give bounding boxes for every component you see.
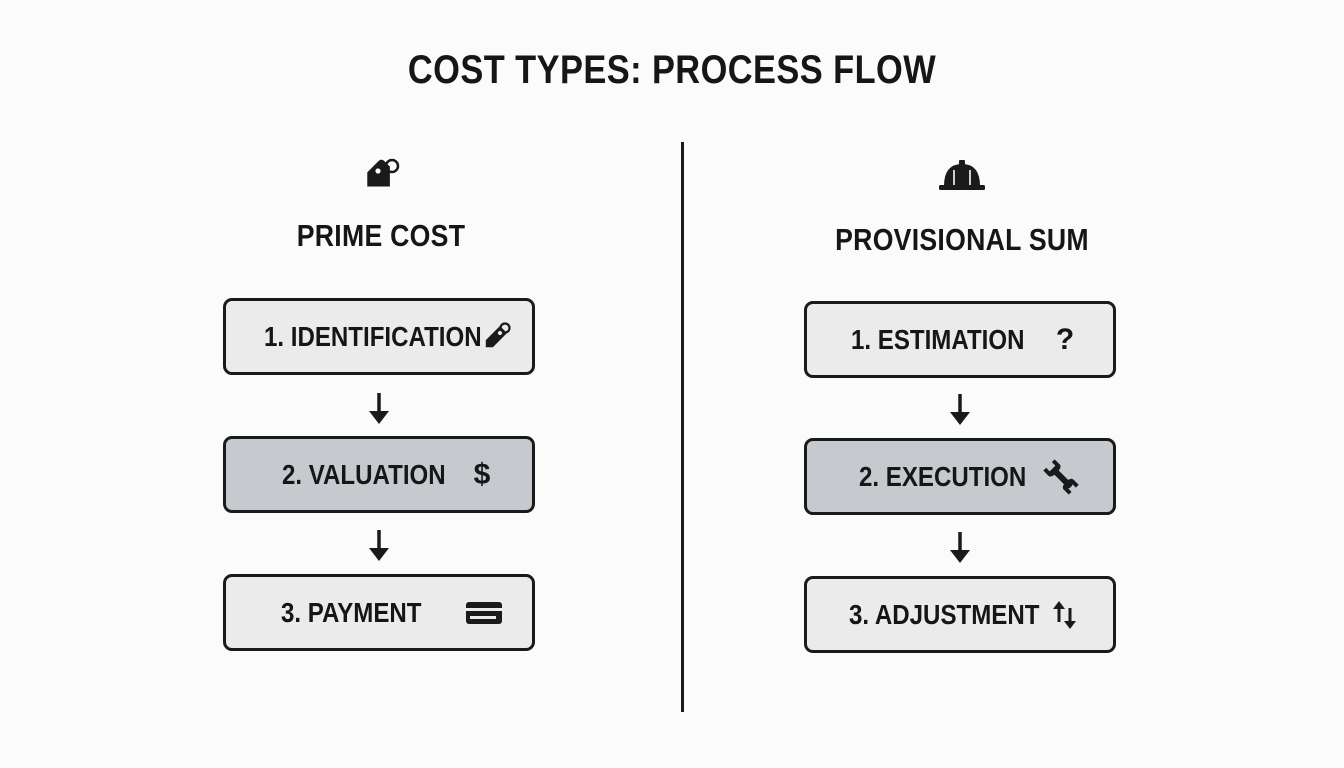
hard-hat-icon — [802, 150, 1122, 198]
up-down-arrows-icon — [1043, 579, 1087, 650]
step-label: 3. PAYMENT — [281, 597, 422, 628]
step-adjustment: 3. ADJUSTMENT — [804, 576, 1116, 653]
arrow-down-icon — [369, 393, 389, 424]
arrow-down-icon — [950, 394, 970, 425]
step-label: 1. IDENTIFICATION — [264, 321, 482, 352]
column-heading: PRIME COST — [296, 218, 466, 253]
step-label: 1. ESTIMATION — [851, 324, 1025, 355]
question-icon: ? — [1055, 322, 1075, 356]
arrow-down-icon — [950, 532, 970, 563]
step-identification: 1. IDENTIFICATION — [223, 298, 535, 375]
step-execution: 2. EXECUTION — [804, 438, 1116, 515]
step-payment: 3. PAYMENT — [223, 574, 535, 651]
step-label: 2. VALUATION — [282, 459, 446, 490]
column-heading: PROVISIONAL SUM — [835, 222, 1089, 257]
step-estimation: 1. ESTIMATION ? — [804, 301, 1116, 378]
provisional-sum-column: PROVISIONAL SUM 1. ESTIMATION ? 2. EXECU… — [802, 0, 1122, 768]
prime-cost-column: PRIME COST 1. IDENTIFICATION 2. VALUATIO… — [221, 0, 541, 768]
page-title: COST TYPES: PROCESS FLOW — [407, 48, 937, 92]
price-tag-icon — [474, 301, 518, 372]
step-label: 3. ADJUSTMENT — [849, 599, 1040, 630]
step-label: 2. EXECUTION — [859, 461, 1027, 492]
arrow-down-icon — [369, 530, 389, 561]
credit-card-icon — [462, 577, 506, 648]
step-valuation: 2. VALUATION $ — [223, 436, 535, 513]
wrench-icon — [1039, 441, 1083, 512]
price-tag-icon — [221, 154, 541, 202]
column-divider — [681, 142, 684, 712]
dollar-icon: $ — [473, 457, 491, 491]
